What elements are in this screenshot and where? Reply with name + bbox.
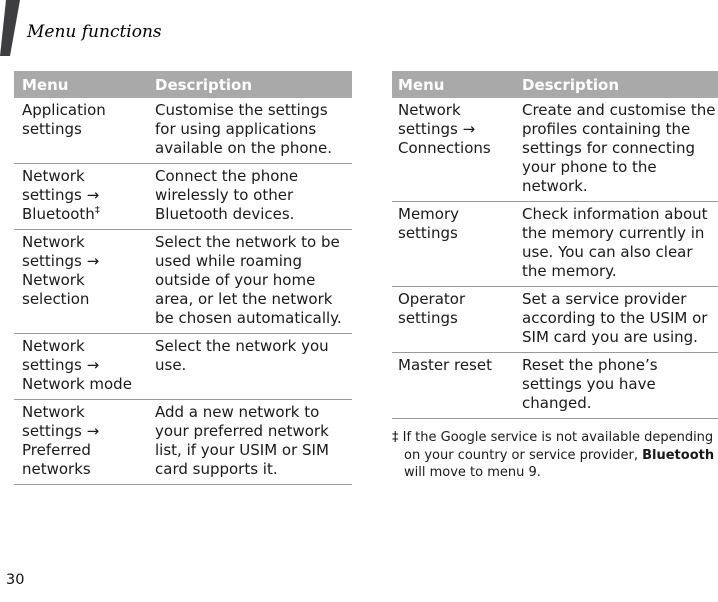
footnote-marker-superscript: ‡: [94, 205, 100, 216]
table-row: Application settings Customise the setti…: [14, 98, 352, 164]
footnote-text: If the Google service is not available d…: [402, 430, 714, 463]
table-row: Network settings → Bluetooth‡ Connect th…: [14, 164, 352, 230]
description-cell: Reset the phone’s settings you have chan…: [522, 356, 658, 412]
table-row: Network settings → Network mode Select t…: [14, 334, 352, 400]
menu-cell: Memory settings: [398, 205, 460, 242]
menu-cell: Network settings → Bluetooth‡: [14, 167, 155, 224]
menu-cell: Master reset: [398, 356, 492, 374]
footnote: ‡ If the Google service is not available…: [392, 429, 718, 482]
footnote-text-after: will move to menu 9.: [404, 465, 541, 480]
table-row: Operator settings Set a service provider…: [392, 287, 718, 353]
table-row: Network settings → Network selection Sel…: [14, 230, 352, 334]
footnote-marker: ‡: [392, 430, 399, 445]
table-row: Master reset Reset the phone’s settings …: [392, 353, 718, 419]
description-cell: Check information about the memory curre…: [522, 205, 708, 280]
menu-cell: Network settings → Preferred networks: [22, 403, 100, 478]
description-cell: Select the network to be used while roam…: [155, 233, 342, 327]
description-cell: Connect the phone wirelessly to other Bl…: [155, 167, 299, 223]
description-cell: Select the network you use.: [155, 337, 329, 374]
menu-column-header: Menu: [22, 75, 69, 94]
description-cell: Customise the settings for using applica…: [155, 101, 333, 157]
page-number: 30: [6, 572, 25, 588]
menu-cell: Network settings → Network selection: [22, 233, 100, 308]
description-cell: Set a service provider according to the …: [522, 290, 708, 346]
description-column-header: Description: [522, 75, 620, 94]
left-column: Menu Description Application settings Cu…: [14, 71, 352, 485]
left-table-header: Menu Description: [14, 71, 352, 98]
right-column: Menu Description Network settings → Conn…: [392, 71, 718, 482]
table-row: Memory settings Check information about …: [392, 202, 718, 287]
menu-column-header: Menu: [398, 75, 445, 94]
description-column-header: Description: [155, 75, 253, 94]
corner-stripe-decoration: [0, 0, 20, 56]
right-table-header: Menu Description: [392, 71, 718, 98]
table-row: Network settings → Preferred networks Ad…: [14, 400, 352, 485]
table-row: Network settings → Connections Create an…: [392, 98, 718, 202]
footnote-bold-term: Bluetooth: [642, 447, 715, 463]
section-title: Menu functions: [27, 22, 162, 42]
menu-cell: Network settings → Network mode: [22, 337, 132, 393]
menu-text: Network settings → Bluetooth: [22, 167, 100, 223]
description-cell: Create and customise the profiles contai…: [522, 101, 716, 195]
description-cell: Add a new network to your preferred netw…: [155, 403, 329, 478]
menu-cell: Network settings → Connections: [398, 101, 491, 157]
menu-cell: Operator settings: [398, 290, 466, 327]
menu-cell: Application settings: [22, 101, 106, 138]
